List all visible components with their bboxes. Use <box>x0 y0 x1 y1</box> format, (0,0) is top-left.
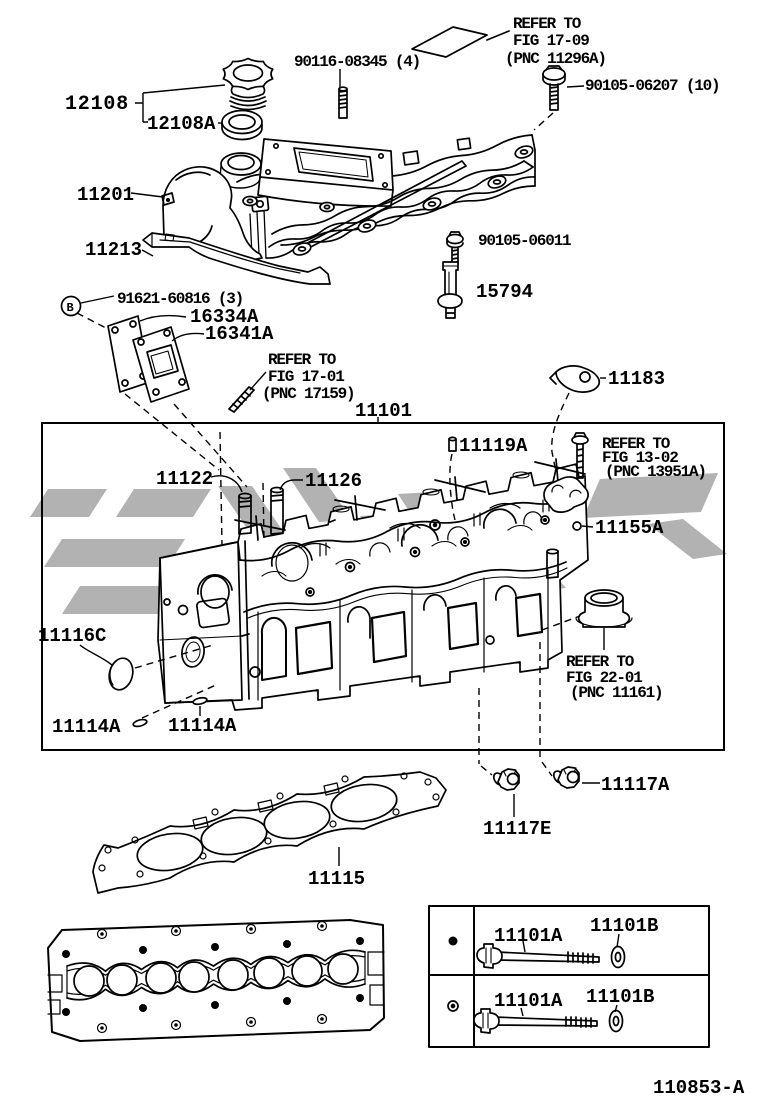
svg-text:11114A: 11114A <box>52 716 121 738</box>
svg-text:11101B: 11101B <box>590 915 658 937</box>
svg-text:FIG 13-02: FIG 13-02 <box>602 449 678 467</box>
svg-text:REFER TO: REFER TO <box>513 15 582 33</box>
svg-text:11114A: 11114A <box>168 715 237 737</box>
svg-text:11101A: 11101A <box>494 990 563 1012</box>
svg-text:B: B <box>67 301 74 315</box>
svg-text:FIG 22-01: FIG 22-01 <box>566 669 642 687</box>
svg-text:11126: 11126 <box>305 470 362 492</box>
svg-text:11115: 11115 <box>308 868 365 890</box>
svg-text:12108: 12108 <box>65 93 129 116</box>
svg-text:FIG 17-09: FIG 17-09 <box>513 32 589 50</box>
svg-text:16334A: 16334A <box>190 306 259 328</box>
svg-text:11119A: 11119A <box>459 435 528 457</box>
svg-text:11101A: 11101A <box>494 925 563 947</box>
svg-text:(PNC 13951A): (PNC 13951A) <box>605 463 706 481</box>
svg-text:11201: 11201 <box>77 184 134 206</box>
svg-text:REFER TO: REFER TO <box>268 351 337 369</box>
svg-text:11116C: 11116C <box>38 625 106 647</box>
svg-text:11122: 11122 <box>156 468 213 490</box>
svg-text:11183: 11183 <box>608 368 665 390</box>
svg-text:REFER TO: REFER TO <box>566 653 635 671</box>
svg-text:91621-60816 (3): 91621-60816 (3) <box>117 290 243 308</box>
svg-text:11101B: 11101B <box>586 986 654 1008</box>
svg-text:(PNC 11296A): (PNC 11296A) <box>505 50 606 68</box>
svg-text:12108A: 12108A <box>147 113 216 135</box>
svg-text:90116-08345 (4): 90116-08345 (4) <box>294 53 420 71</box>
svg-text:11155A: 11155A <box>595 517 664 539</box>
svg-text:(PNC 11161): (PNC 11161) <box>570 684 662 702</box>
svg-text:REFER TO: REFER TO <box>602 435 671 453</box>
svg-text:90105-06207 (10): 90105-06207 (10) <box>585 77 719 95</box>
svg-text:90105-06011: 90105-06011 <box>478 232 571 250</box>
svg-text:11101: 11101 <box>355 400 412 422</box>
svg-text:16341A: 16341A <box>205 323 274 345</box>
svg-text:11117E: 11117E <box>483 818 551 840</box>
svg-text:11117A: 11117A <box>601 774 670 796</box>
svg-text:11213: 11213 <box>85 239 142 261</box>
svg-text:110853-A: 110853-A <box>653 1077 745 1099</box>
svg-text:(PNC 17159): (PNC 17159) <box>262 385 354 403</box>
svg-text:15794: 15794 <box>476 281 533 303</box>
svg-text:FIG 17-01: FIG 17-01 <box>268 368 344 386</box>
